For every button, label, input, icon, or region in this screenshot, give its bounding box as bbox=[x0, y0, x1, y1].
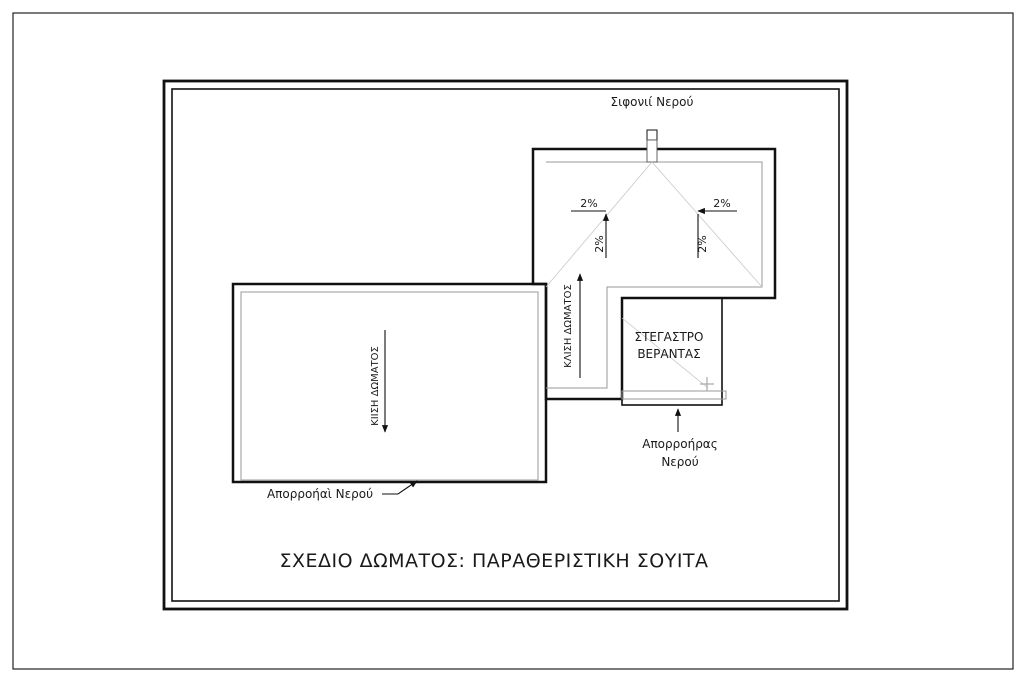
slope-percent-vertical-left: 2% bbox=[593, 235, 606, 252]
slope-indicator-left: 2% 2% bbox=[571, 197, 610, 258]
siphon-pipe-top bbox=[646, 129, 658, 141]
slope-percent-horizontal-left: 2% bbox=[580, 197, 597, 210]
veranda-canopy-inner-line bbox=[621, 390, 727, 400]
canopy-label-line2: ΒΕΡΑΝΤΑΣ bbox=[637, 347, 700, 361]
gutter-label: Απορροήαὶ Νερού bbox=[267, 487, 373, 501]
siphon-pipe-bottom bbox=[646, 139, 658, 163]
drawing-title: ΣΧΕΔΙΟ ΔΩΜΑΤΟΣ: ΠΑΡΑΘΕΡΙΣΤΙΚΗ ΣΟΥΙΤΑ bbox=[279, 550, 708, 572]
slope-percent-vertical-right: 2% bbox=[696, 235, 709, 252]
siphon-label: Σιφονιί Νερού bbox=[611, 95, 694, 109]
drain-diagonal-left bbox=[545, 161, 653, 288]
upper-wing-slope-label: ΚΛΙΣΗ ΔΩΜΑΤΟΣ bbox=[563, 284, 574, 368]
gutter-leader bbox=[382, 480, 418, 495]
drain-label-line1: Απορροήρας bbox=[642, 437, 718, 451]
veranda-canopy-outline bbox=[621, 297, 723, 406]
drain-diagonal-right bbox=[651, 161, 763, 288]
slope-percent-horizontal-right: 2% bbox=[713, 197, 730, 210]
drawing-frame-inner bbox=[171, 88, 840, 602]
main-room-slope-label: ΚΙΙΣΗ ΔΩΜΑΤΟΣ bbox=[370, 346, 381, 426]
main-room-inner-line bbox=[240, 291, 539, 481]
drawing-frame-outer bbox=[162, 79, 849, 611]
canopy-diagonal bbox=[621, 317, 709, 389]
upper-wing-inner-line bbox=[546, 161, 763, 389]
drain-label-line2: Νερού bbox=[661, 455, 698, 469]
canopy-label-line1: ΣΤΕΓΑΣΤΡΟ bbox=[635, 330, 704, 344]
slope-indicator-right: 2% 2% bbox=[696, 197, 737, 258]
